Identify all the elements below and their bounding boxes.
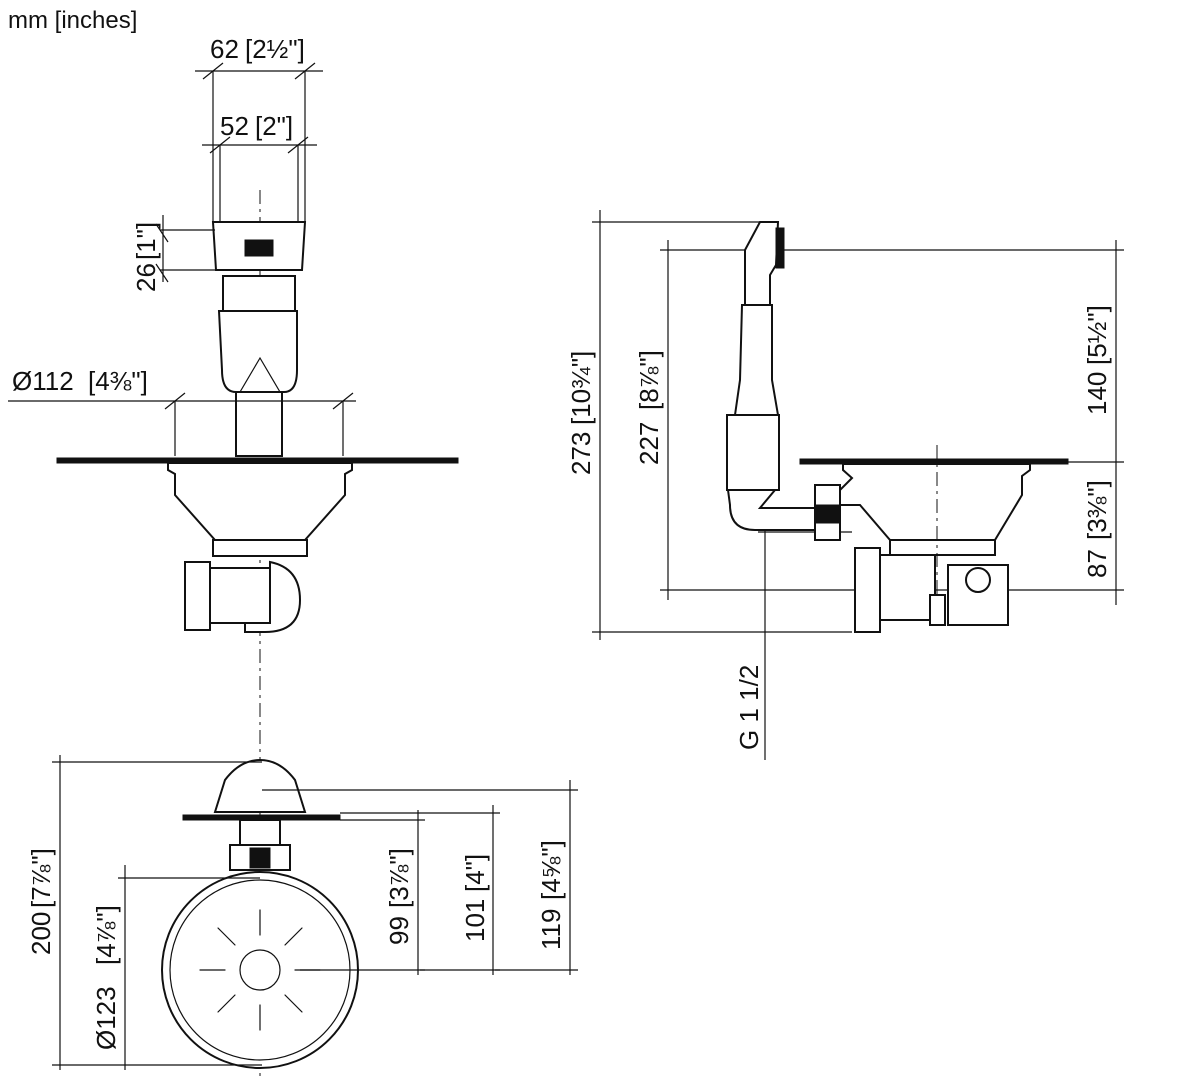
dim-123-mm: Ø123 (91, 986, 121, 1050)
thread-label: G 1 1/2 (734, 665, 764, 750)
dim-52-mm: 52 (220, 111, 249, 141)
dim-227-inch: [8⅞"] (634, 350, 664, 410)
dim-52-inch: [2"] (255, 111, 293, 141)
dim-200-mm: 200 (26, 912, 56, 955)
dim-140-inch: [5½"] (1082, 305, 1112, 365)
dim-99-inch: [3⅞"] (384, 848, 414, 908)
dim-119-mm: 119 (536, 909, 566, 950)
dim-123-inch: [4⅞"] (91, 905, 121, 965)
units-label: mm [inches] (8, 7, 137, 34)
dim-62-mm: 62 (210, 34, 239, 64)
dim-26-inch: [1"] (131, 222, 161, 260)
dim-87-mm: 87 (1082, 549, 1112, 578)
dim-140-mm: 140 (1082, 372, 1112, 415)
dim-87-inch: [3⅜"] (1082, 480, 1112, 540)
front-view: 62 [2½"] 52 [2"] 26 [1"] Ø112 [4⅜"] (8, 34, 459, 1080)
dim-26-mm: 26 (131, 263, 161, 292)
dim-101-mm: 101 (460, 899, 490, 942)
bottom-view: 200 [7⅞"] Ø123 [4⅞"] 99 [3⅞"] 101 [4"] 1… (26, 755, 578, 1070)
dim-112-mm: Ø112 (12, 366, 74, 396)
dim-273-inch: [10¾"] (566, 351, 596, 425)
dim-99-mm: 99 (384, 916, 414, 945)
dim-101-inch: [4"] (460, 854, 490, 892)
dim-62-inch: [2½"] (245, 34, 305, 64)
dim-227-mm: 227 (634, 422, 664, 465)
dim-112-inch: [4⅜"] (88, 366, 148, 396)
dim-273-mm: 273 (566, 432, 596, 475)
dim-119-inch: [4⅝"] (536, 840, 566, 900)
side-view: 273 [10¾"] 227 [8⅞"] 140 [5½"] 87 [3⅜"] … (566, 210, 1124, 760)
dim-200-inch: [7⅞"] (26, 848, 56, 908)
